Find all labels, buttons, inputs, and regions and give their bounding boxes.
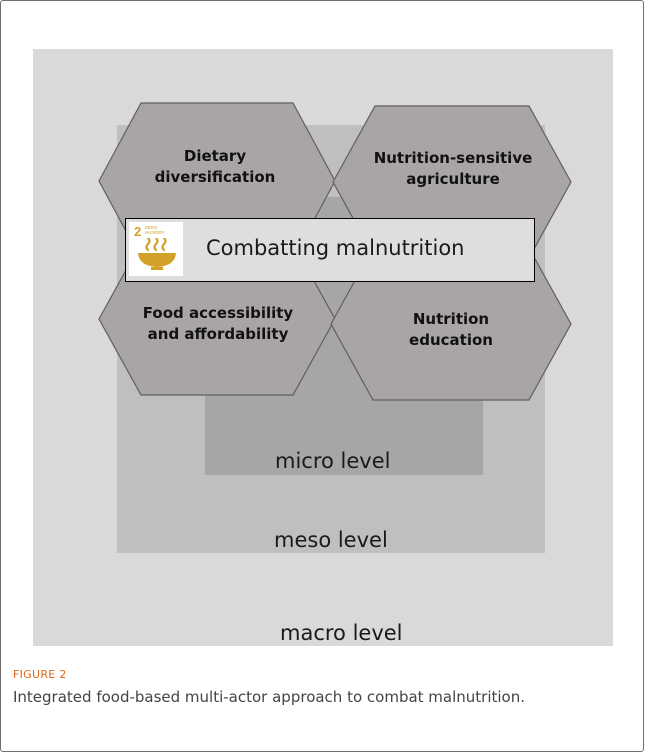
micro-level-label: micro level <box>275 449 391 473</box>
hexagon-label-agriculture: Nutrition-sensitive agriculture <box>373 149 533 188</box>
figure-label: FIGURE 2 <box>13 668 67 681</box>
sdg-goal-text: ZERO HUNGER <box>145 225 165 235</box>
combatting-malnutrition-banner: 2 ZERO HUNGER Combatting malnutrition <box>125 218 535 282</box>
sdg-number: 2 <box>134 224 142 239</box>
meso-level-label: meso level <box>274 528 388 552</box>
sdg-2-bowl-icon <box>138 238 176 270</box>
hexagon-label-dietary: Dietary diversification <box>154 147 276 186</box>
sdg-2-logo: 2 ZERO HUNGER <box>129 222 183 276</box>
figure-caption: Integrated food-based multi-actor approa… <box>13 688 526 706</box>
hexagon-label-education: Nutrition education <box>409 310 493 349</box>
hexagon-label-food: Food accessibility and affordability <box>142 304 294 343</box>
banner-title: Combatting malnutrition <box>206 236 465 260</box>
macro-level-label: macro level <box>280 621 403 645</box>
